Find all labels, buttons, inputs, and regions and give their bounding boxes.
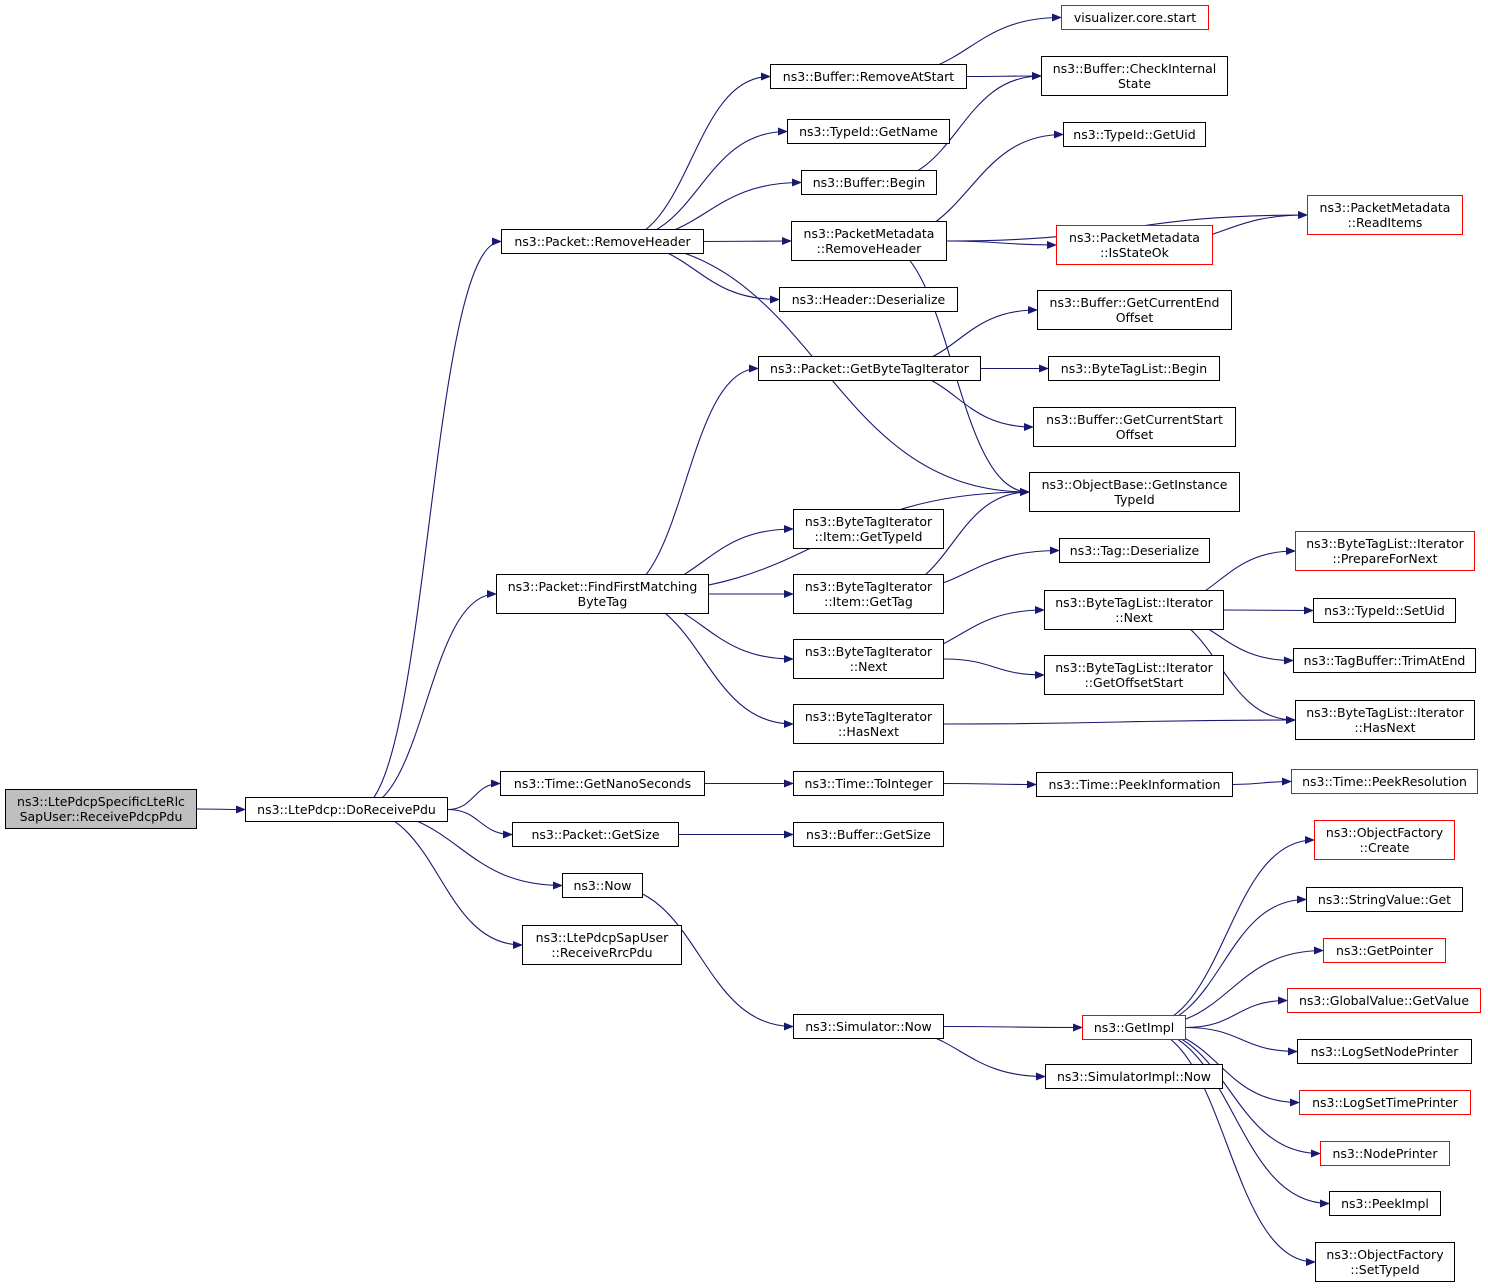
node-typeid-get-uid[interactable]: ns3::TypeId::GetUid <box>1063 122 1206 147</box>
edge-doReceivePdu-to-getNanoSeconds <box>447 779 501 811</box>
node-btl-iterator-next[interactable]: ns3::ByteTagList::Iterator ::Next <box>1044 590 1224 630</box>
edge-simulatorNow-to-getImpl <box>943 1023 1083 1032</box>
edge-btiHasNext-to-btliHasNext <box>943 716 1296 725</box>
edge-timePeekInformation-to-timePeekResolution <box>1232 777 1292 786</box>
node-bti-item-get-typeid[interactable]: ns3::ByteTagIterator ::Item::GetTypeId <box>793 509 944 549</box>
node-now[interactable]: ns3::Now <box>562 873 643 898</box>
edge-removeHeader-to-removeAtStart <box>612 72 771 243</box>
node-time-get-nano-seconds[interactable]: ns3::Time::GetNanoSeconds <box>500 771 705 796</box>
node-buffer-get-size[interactable]: ns3::Buffer::GetSize <box>793 822 944 847</box>
node-tag-deserialize[interactable]: ns3::Tag::Deserialize <box>1059 538 1210 563</box>
node-packet-get-byte-tag-iterator[interactable]: ns3::Packet::GetByteTagIterator <box>758 356 981 381</box>
node-btl-iterator-prepare-for-next[interactable]: ns3::ByteTagList::Iterator ::PrepareForN… <box>1295 531 1475 571</box>
node-tag-buffer-trim-at-end[interactable]: ns3::TagBuffer::TrimAtEnd <box>1293 648 1476 673</box>
edge-doReceivePdu-to-packetGetSize <box>447 808 513 839</box>
edge-btiNext-to-btliGetOffsetStart <box>943 658 1045 679</box>
edge-doReceivePdu-to-receiveRrcPdu <box>356 808 523 949</box>
node-log-set-time-printer[interactable]: ns3::LogSetTimePrinter <box>1299 1090 1471 1115</box>
node-buffer-check-internal-state[interactable]: ns3::Buffer::CheckInternal State <box>1041 56 1228 96</box>
node-simulator-impl-now[interactable]: ns3::SimulatorImpl::Now <box>1045 1064 1223 1089</box>
node-buffer-remove-at-start[interactable]: ns3::Buffer::RemoveAtStart <box>770 64 967 89</box>
edge-removeHeader-to-pmRemoveHeader <box>703 237 792 246</box>
node-object-factory-create[interactable]: ns3::ObjectFactory ::Create <box>1314 820 1455 860</box>
node-string-value-get[interactable]: ns3::StringValue::Get <box>1306 887 1463 912</box>
node-buffer-get-current-end-offset[interactable]: ns3::Buffer::GetCurrentEnd Offset <box>1037 290 1232 330</box>
node-buffer-get-current-start-offset[interactable]: ns3::Buffer::GetCurrentStart Offset <box>1033 407 1236 447</box>
node-buffer-begin[interactable]: ns3::Buffer::Begin <box>801 170 937 195</box>
edge-getImpl-to-objectFactorySetTypeId <box>1139 1026 1316 1266</box>
node-log-set-node-printer[interactable]: ns3::LogSetNodePrinter <box>1297 1039 1472 1064</box>
node-receive-rrc-pdu[interactable]: ns3::LtePdcpSapUser ::ReceiveRrcPdu <box>522 925 682 965</box>
edge-timeToInteger-to-timePeekInformation <box>943 780 1037 789</box>
node-get-impl[interactable]: ns3::GetImpl <box>1082 1015 1186 1040</box>
edge-getImpl-to-stringValueGet <box>1139 895 1307 1029</box>
node-bti-item-get-tag[interactable]: ns3::ByteTagIterator ::Item::GetTag <box>793 574 944 614</box>
node-object-base-get-instance-typeid[interactable]: ns3::ObjectBase::GetInstance TypeId <box>1029 472 1240 512</box>
node-do-receive-pdu[interactable]: ns3::LtePdcp::DoReceivePdu <box>245 797 448 822</box>
node-global-value-get-value[interactable]: ns3::GlobalValue::GetValue <box>1287 988 1481 1013</box>
node-header-deserialize[interactable]: ns3::Header::Deserialize <box>779 287 958 312</box>
edge-root-to-doReceivePdu <box>196 805 246 814</box>
edge-getImpl-to-logSetNodePrinter <box>1185 1026 1298 1056</box>
node-root-receive-pdcp-pdu: ns3::LtePdcpSpecificLteRlc SapUser::Rece… <box>5 789 197 829</box>
node-typeid-get-name[interactable]: ns3::TypeId::GetName <box>787 119 950 144</box>
node-packet-metadata-read-items[interactable]: ns3::PacketMetadata ::ReadItems <box>1307 195 1463 235</box>
node-time-to-integer[interactable]: ns3::Time::ToInteger <box>793 771 944 796</box>
node-visualizer-core-start[interactable]: visualizer.core.start <box>1061 5 1209 30</box>
edge-getImpl-to-nodePrinter <box>1139 1026 1321 1158</box>
node-btl-iterator-has-next[interactable]: ns3::ByteTagList::Iterator ::HasNext <box>1295 700 1475 740</box>
node-time-peek-resolution[interactable]: ns3::Time::PeekResolution <box>1291 769 1478 794</box>
edge-btliNext-to-typeIdSetUid <box>1223 606 1314 615</box>
node-node-printer[interactable]: ns3::NodePrinter <box>1320 1141 1450 1166</box>
node-byte-tag-list-begin[interactable]: ns3::ByteTagList::Begin <box>1048 356 1220 381</box>
edge-findFirst-to-getByteTagIterator <box>613 364 759 595</box>
node-bti-next[interactable]: ns3::ByteTagIterator ::Next <box>793 639 944 679</box>
node-bti-has-next[interactable]: ns3::ByteTagIterator ::HasNext <box>793 704 944 744</box>
node-packet-remove-header[interactable]: ns3::Packet::RemoveHeader <box>501 229 704 254</box>
node-packet-get-size[interactable]: ns3::Packet::GetSize <box>512 822 679 847</box>
edge-pmRemoveHeader-to-pmIsStateOk <box>946 240 1057 249</box>
edge-getImpl-to-globalValueGetValue <box>1185 996 1288 1029</box>
node-btl-iterator-get-offset-start[interactable]: ns3::ByteTagList::Iterator ::GetOffsetSt… <box>1044 655 1224 695</box>
node-simulator-now[interactable]: ns3::Simulator::Now <box>793 1014 944 1039</box>
node-packet-metadata-is-state-ok[interactable]: ns3::PacketMetadata ::IsStateOk <box>1056 225 1213 265</box>
node-object-factory-set-typeid[interactable]: ns3::ObjectFactory ::SetTypeId <box>1315 1242 1455 1282</box>
node-get-pointer[interactable]: ns3::GetPointer <box>1323 938 1446 963</box>
node-peek-impl[interactable]: ns3::PeekImpl <box>1329 1191 1441 1216</box>
node-packet-metadata-remove-header[interactable]: ns3::PacketMetadata ::RemoveHeader <box>791 221 947 261</box>
node-time-peek-information[interactable]: ns3::Time::PeekInformation <box>1036 772 1233 797</box>
edge-doReceivePdu-to-removeHeader <box>356 237 502 811</box>
edge-doReceivePdu-to-findFirst <box>356 590 497 811</box>
node-find-first-matching-byte-tag[interactable]: ns3::Packet::FindFirstMatching ByteTag <box>496 574 709 614</box>
node-typeid-set-uid[interactable]: ns3::TypeId::SetUid <box>1313 598 1456 623</box>
